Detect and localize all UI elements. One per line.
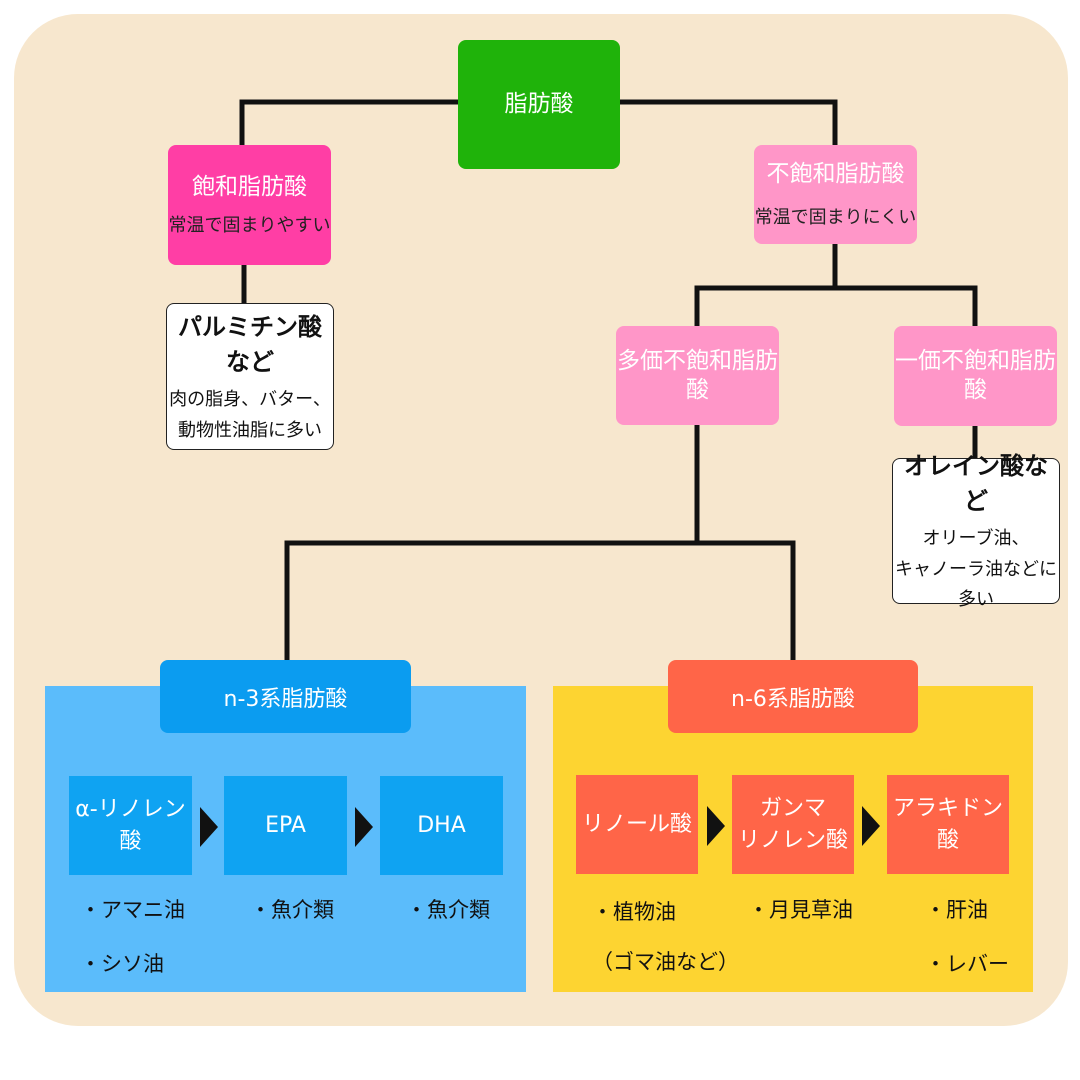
root-node: 脂肪酸 [458, 40, 620, 169]
n3-note: ・シソ油 [80, 952, 164, 976]
n6-item-label: アラキドン酸 [892, 795, 1003, 853]
mono-example-line: キャノーラ油などに多い [895, 558, 1057, 611]
unsaturated-label: 不飽和脂肪酸 [766, 161, 905, 188]
n6-note: ・月見草油 [748, 898, 853, 922]
n3-label: n-3系脂肪酸 [223, 686, 348, 712]
monounsaturated-label: 一価不飽和脂肪酸 [895, 348, 1056, 403]
n6-item-label: リノール酸 [581, 811, 692, 837]
n3-note: ・アマニ油 [80, 898, 185, 922]
n6-header: n-6系脂肪酸 [668, 660, 918, 733]
unsaturated-branch-line [694, 285, 978, 330]
saturated-desc: 常温で固まりやすい [168, 215, 331, 237]
n6-label: n-6系脂肪酸 [731, 686, 855, 712]
poly-branch-line [284, 540, 796, 663]
n3-header: n-3系脂肪酸 [160, 660, 411, 733]
saturated-example-title: パルミチン酸など [178, 312, 322, 376]
arrow-right-icon [862, 806, 880, 846]
mono-example-title: オレイン酸など [904, 452, 1048, 516]
monounsaturated-node: 一価不飽和脂肪酸 [894, 326, 1057, 426]
n3-item-dha: DHA [380, 776, 503, 875]
n3-item-label: DHA [417, 812, 466, 838]
arrow-right-icon [355, 807, 373, 847]
n6-item-linoleic: リノール酸 [576, 775, 698, 874]
arrow-right-icon [707, 806, 725, 846]
n6-note: ・植物油 [592, 900, 676, 924]
n3-item-epa: EPA [224, 776, 347, 875]
root-to-saturated-line [239, 99, 461, 149]
n6-note: ・レバー [925, 952, 1009, 976]
n6-note: ・肝油 [925, 898, 988, 922]
saturated-node: 飽和脂肪酸 常温で固まりやすい [168, 145, 331, 265]
polyunsaturated-label: 多価不飽和脂肪酸 [617, 347, 778, 403]
arrow-right-icon [200, 807, 218, 847]
n6-item-label: ガンマ リノレン酸 [737, 795, 848, 853]
n3-item-label: EPA [265, 812, 306, 838]
polyunsaturated-node: 多価不飽和脂肪酸 [616, 326, 779, 425]
n6-note: （ゴマ油など） [592, 950, 739, 974]
saturated-example-box: パルミチン酸など 肉の脂身、バター、 動物性油脂に多い [166, 303, 334, 450]
n3-item-label: α-リノレン酸 [75, 796, 186, 854]
n3-item-alpha-linolenic: α-リノレン酸 [69, 776, 192, 875]
saturated-example-line: 肉の脂身、バター、 [169, 388, 331, 410]
unsaturated-desc: 常温で固まりにくい [754, 206, 917, 228]
n3-note: ・魚介類 [406, 898, 490, 922]
mono-example-line: オリーブ油、 [922, 528, 1030, 550]
n6-item-gamma-linolenic: ガンマ リノレン酸 [732, 775, 854, 874]
root-label: 脂肪酸 [504, 91, 574, 118]
saturated-label: 飽和脂肪酸 [192, 173, 307, 200]
n3-note: ・魚介類 [250, 898, 334, 922]
n6-item-arachidonic: アラキドン酸 [887, 775, 1009, 874]
unsaturated-node: 不飽和脂肪酸 常温で固まりにくい [754, 145, 917, 244]
monounsaturated-example-box: オレイン酸など オリーブ油、 キャノーラ油などに多い [892, 452, 1060, 610]
saturated-example-line: 動物性油脂に多い [178, 419, 322, 441]
root-to-unsaturated-line [617, 99, 838, 149]
